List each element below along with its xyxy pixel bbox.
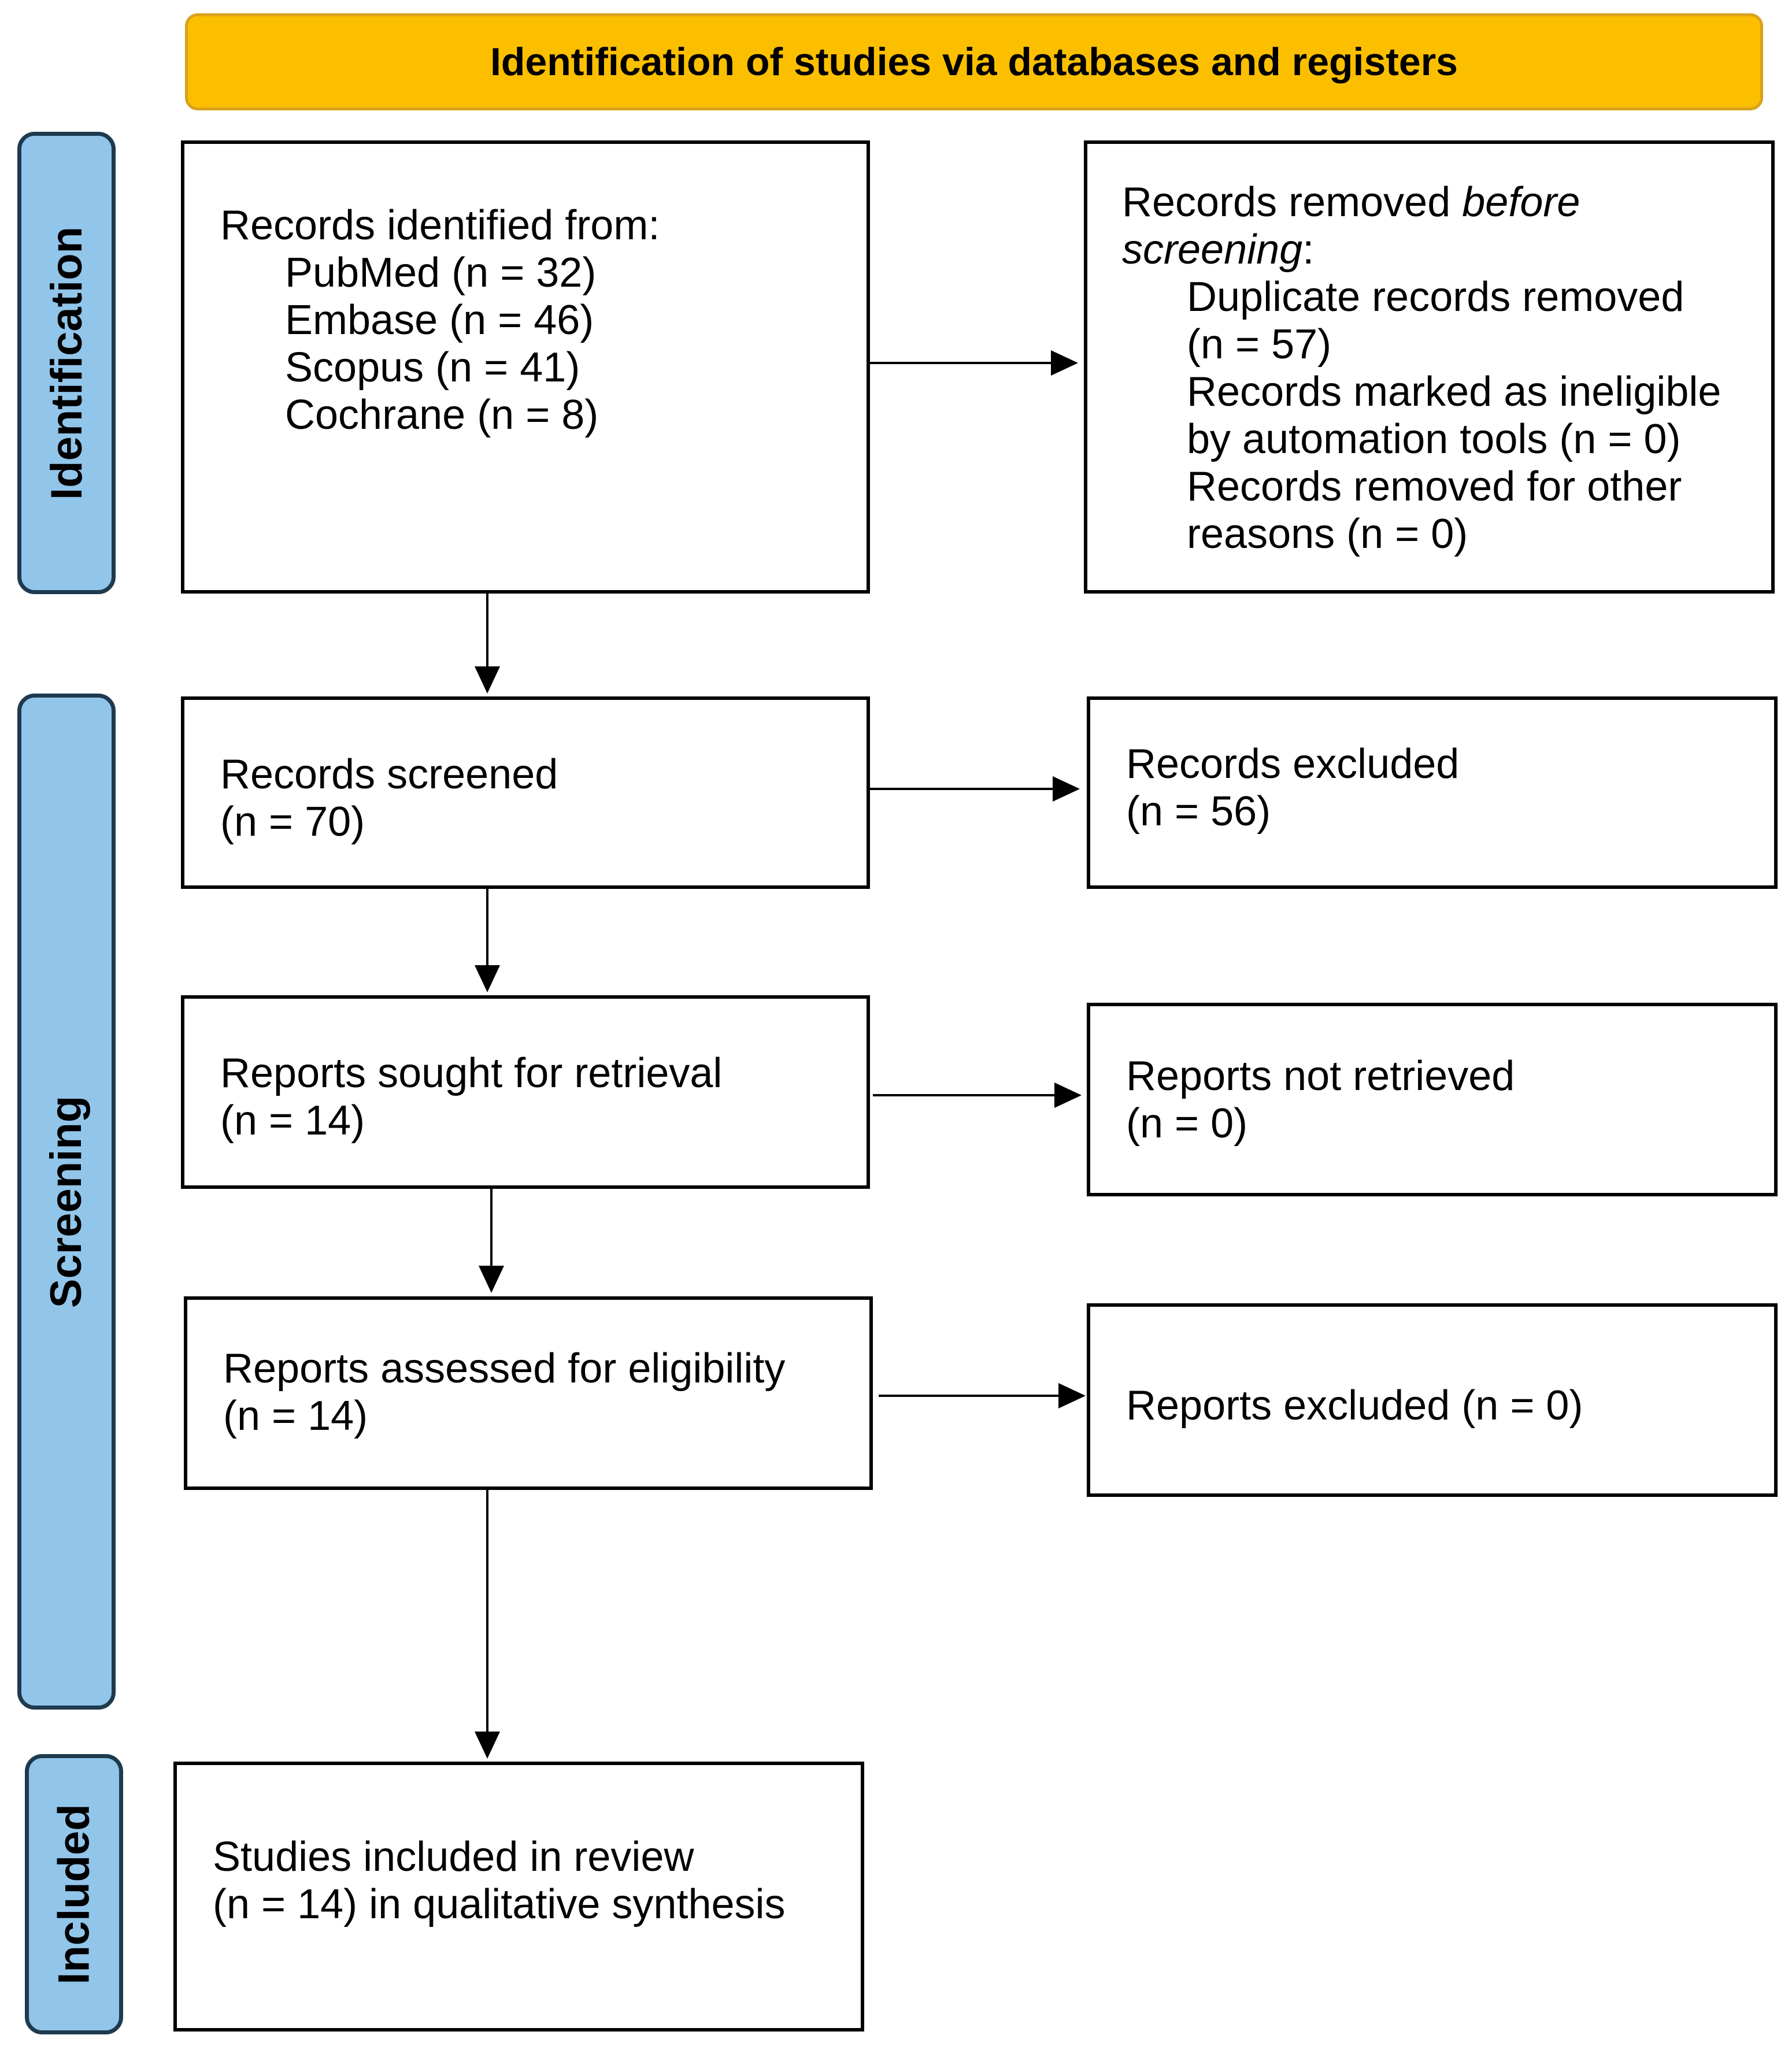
arrowhead-assessed-to-included: [475, 1732, 500, 1759]
phase-identification: Identification: [17, 132, 116, 594]
arrowhead-screened-to-sought: [475, 965, 500, 992]
source-cochrane: Cochrane (n = 8): [285, 392, 599, 438]
records-removed-heading-line1: Records removed before: [1122, 179, 1771, 226]
duplicates-removed-line2: (n = 57): [1187, 321, 1332, 368]
phase-screening: Screening: [17, 694, 116, 1710]
arrowhead-identified-to-screened: [475, 666, 500, 694]
records-identified-box: Records identified from: PubMed (n = 32)…: [181, 140, 870, 594]
ineligible-line1: Records marked as ineligible: [1187, 369, 1721, 415]
reports-not-retrieved-count: (n = 0): [1126, 1100, 1248, 1147]
studies-included-box: Studies included in review (n = 14) in q…: [173, 1762, 864, 2032]
reports-assessed-label: Reports assessed for eligibility: [223, 1345, 786, 1392]
arrowhead-sought-to-assessed: [479, 1266, 504, 1293]
source-scopus: Scopus (n = 41): [285, 344, 580, 391]
arrowhead-identified-to-removed: [1051, 350, 1078, 376]
reports-sought-label: Reports sought for retrieval: [220, 1050, 723, 1096]
records-removed-heading-start: Records removed: [1122, 179, 1463, 225]
header-title: Identification of studies via databases …: [490, 40, 1458, 84]
duplicates-removed-line1: Duplicate records removed: [1187, 274, 1684, 320]
records-removed-heading-line2: screening:: [1122, 226, 1771, 273]
records-excluded-count: (n = 56): [1126, 788, 1271, 835]
header-banner: Identification of studies via databases …: [185, 13, 1763, 110]
arrowhead-sought-to-not-retrieved: [1054, 1083, 1082, 1108]
reports-not-retrieved-box: Reports not retrieved (n = 0): [1087, 1003, 1778, 1196]
studies-included-line1: Studies included in review: [213, 1834, 694, 1880]
records-screened-label: Records screened: [220, 751, 558, 798]
arrowhead-screened-to-excluded: [1053, 776, 1080, 802]
records-identified-heading: Records identified from:: [220, 202, 660, 249]
arrowhead-assessed-to-excluded: [1058, 1383, 1086, 1408]
records-removed-heading-line2-italic: screening: [1122, 227, 1303, 273]
reports-not-retrieved-label: Reports not retrieved: [1126, 1053, 1515, 1099]
ineligible-line2: by automation tools (n = 0): [1187, 416, 1681, 462]
other-reasons-line1: Records removed for other: [1187, 464, 1682, 510]
records-screened-count: (n = 70): [220, 799, 365, 845]
records-removed-box: Records removed before screening: Duplic…: [1084, 140, 1775, 594]
records-screened-box: Records screened (n = 70): [181, 696, 870, 889]
reports-sought-count: (n = 14): [220, 1098, 365, 1144]
reports-excluded-box: Reports excluded (n = 0): [1087, 1303, 1778, 1497]
reports-assessed-count: (n = 14): [223, 1393, 368, 1439]
phase-included: Included: [25, 1754, 123, 2034]
other-reasons-line2: reasons (n = 0): [1187, 511, 1468, 557]
records-excluded-label: Records excluded: [1126, 741, 1460, 787]
records-excluded-box: Records excluded (n = 56): [1087, 696, 1778, 889]
records-removed-heading-colon: :: [1302, 227, 1315, 273]
reports-excluded-label: Reports excluded (n = 0): [1126, 1382, 1583, 1429]
studies-included-line2: (n = 14) in qualitative synthesis: [213, 1881, 786, 1927]
reports-assessed-box: Reports assessed for eligibility (n = 14…: [184, 1296, 873, 1490]
source-pubmed: PubMed (n = 32): [285, 250, 597, 296]
records-removed-heading-italic: before: [1462, 179, 1580, 225]
reports-sought-box: Reports sought for retrieval (n = 14): [181, 995, 870, 1189]
source-embase: Embase (n = 46): [285, 297, 594, 343]
